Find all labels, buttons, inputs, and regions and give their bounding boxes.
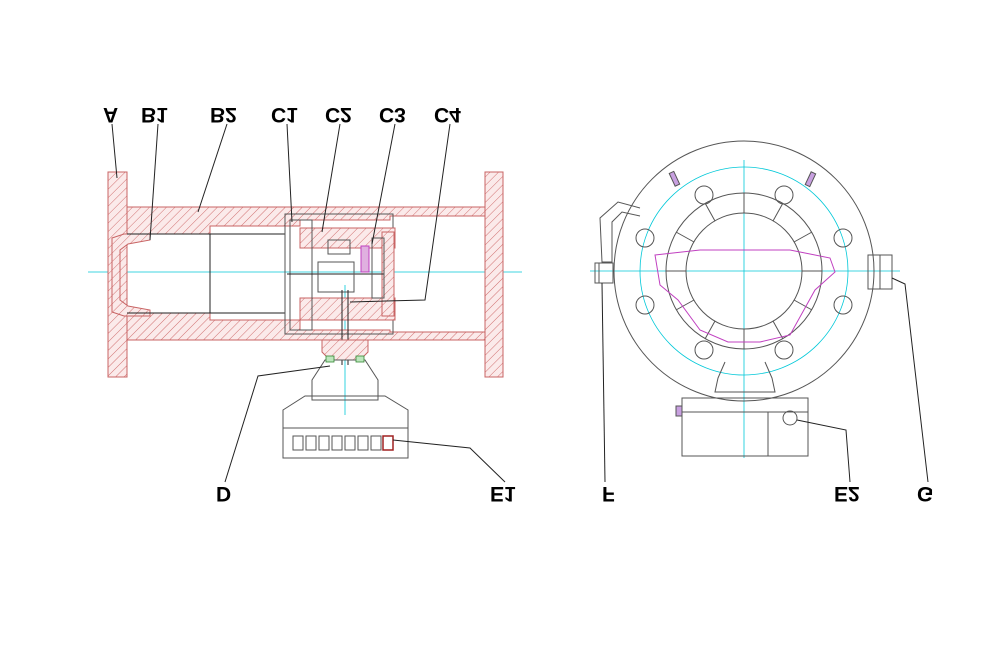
seal-ring-left: [325, 355, 335, 363]
bolt-hole: [694, 185, 714, 205]
base-housing: [681, 397, 809, 457]
fitting-F: [594, 262, 614, 284]
label-D: D: [216, 482, 231, 505]
label-C2: C2: [325, 103, 352, 126]
counter-digit-red: [382, 435, 394, 451]
vane: [704, 320, 716, 340]
bolt-hole: [635, 228, 655, 248]
leader-F: [601, 282, 606, 483]
counter-digit: [331, 435, 343, 451]
label-B2: B2: [210, 103, 237, 126]
leader-A: [111, 123, 118, 179]
label-C4: C4: [434, 103, 461, 126]
vane: [675, 299, 695, 311]
bolt-circle: [639, 166, 849, 376]
neck: [311, 359, 379, 401]
support-neck: [714, 361, 776, 393]
counter-digit: [370, 435, 382, 451]
label-G: G: [917, 482, 933, 505]
inlet-flow-tube: [127, 233, 285, 314]
turbine-wheel: [289, 219, 313, 331]
vane: [772, 202, 784, 222]
top-lug-left: [668, 170, 681, 187]
section-view: [88, 123, 522, 483]
counter-digit: [344, 435, 356, 451]
leader-C2: [321, 123, 341, 233]
base-side-plate: [675, 405, 683, 417]
counter-head: [282, 395, 409, 459]
bearing-housing: [371, 237, 385, 299]
label-A: A: [103, 103, 118, 126]
gear-block: [317, 261, 355, 293]
counter-digit: [305, 435, 317, 451]
leader-C1: [286, 123, 293, 223]
bolt-hole: [833, 228, 853, 248]
bolt-hole: [833, 295, 853, 315]
vane: [772, 320, 784, 340]
counter-digits: [292, 435, 394, 451]
top-lug-right: [804, 171, 817, 188]
inlet-straightener: [111, 233, 151, 317]
flange-outer-circle: [613, 140, 875, 402]
bolt-hole: [635, 295, 655, 315]
leader-E2: [796, 419, 851, 483]
gear-block-2: [327, 239, 351, 255]
counter-digit: [292, 435, 304, 451]
reset-knob: [782, 410, 798, 426]
bolt-hole: [694, 340, 714, 360]
leader-B1: [149, 123, 159, 241]
bolt-hole: [774, 340, 794, 360]
label-E1: E1: [490, 482, 516, 505]
end-view: [590, 140, 929, 483]
label-B1: B1: [141, 103, 168, 126]
label-E2: E2: [834, 482, 860, 505]
label-C3: C3: [379, 103, 406, 126]
vane: [704, 202, 716, 222]
leader-C4: [349, 123, 451, 303]
magnetic-coupling: [360, 245, 370, 273]
leader-E1: [392, 439, 506, 483]
counter-digit: [357, 435, 369, 451]
leader-D: [224, 365, 331, 483]
leader-G: [891, 277, 929, 483]
vane: [793, 231, 813, 243]
leader-C3: [371, 123, 396, 245]
end-leaders: [601, 277, 929, 483]
vane: [675, 231, 695, 243]
cartridge-upper-ring: [299, 227, 396, 249]
hidden-rotor-outline: [654, 249, 836, 343]
vane: [793, 299, 813, 311]
seal-ring-right: [355, 355, 365, 363]
straightener-vanes: [666, 193, 822, 349]
leader-B2: [197, 123, 228, 213]
base-housing-step: [681, 397, 809, 413]
part-labels: A B1 B2 C1 C2 C3 C4 D E1 F E2 G: [103, 103, 933, 505]
label-F: F: [602, 482, 615, 505]
counter-digit: [318, 435, 330, 451]
section-leaders: [111, 123, 506, 483]
side-handle: [599, 201, 641, 263]
bolt-hole: [774, 185, 794, 205]
label-C1: C1: [271, 103, 298, 126]
outlet-flange: [484, 171, 504, 378]
